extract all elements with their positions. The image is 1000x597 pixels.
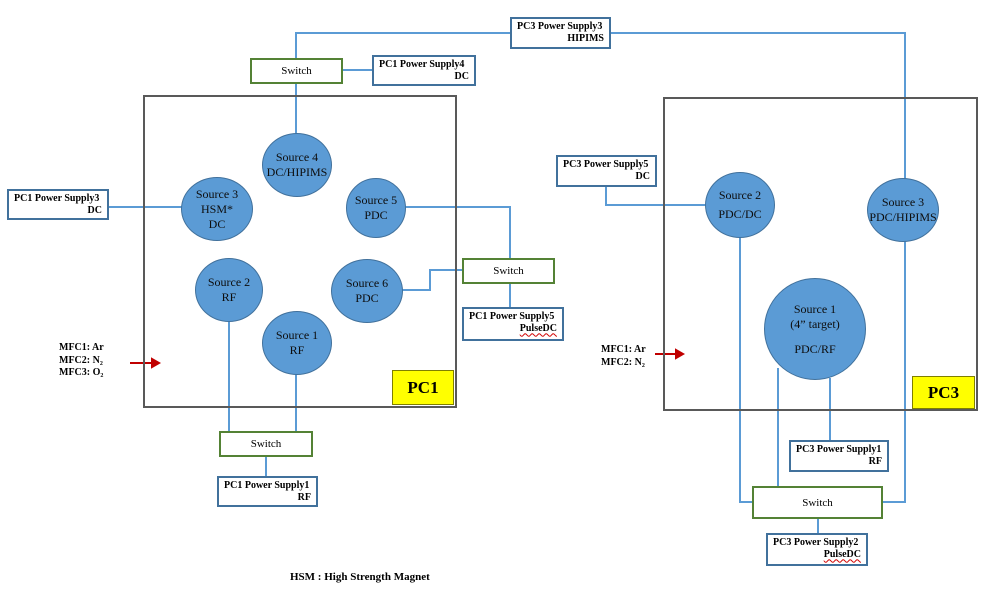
pc3-source-3: Source 3 PDC/HIPIMS [867, 178, 939, 242]
pc1-source-2: Source 2 RF [195, 258, 263, 322]
pc3-mfc1: MFC1: Ar [601, 344, 646, 355]
pc3-gas-labels: MFC1: Ar MFC2: N₂ [601, 344, 646, 369]
pc3-ps3-name: PC3 Power Supply3 [517, 21, 603, 32]
pc1-source-6: Source 6 PDC [331, 259, 403, 323]
pc1-source-1-name: Source 1 [275, 328, 319, 342]
pc3-source-1-mode: PDC/RF [794, 341, 836, 356]
pc1-source-5-name: Source 5 [354, 193, 398, 207]
footnote: HSM : High Strength Magnet [290, 571, 430, 583]
pc3-power-supply-2: PC3 Power Supply2 PulseDC [766, 533, 868, 566]
pc3-ps1-name: PC3 Power Supply1 [796, 444, 882, 455]
pc1-power-supply-4: PC1 Power Supply4 DC [372, 55, 476, 86]
pc3-source-2-mode: PDC/DC [718, 207, 762, 221]
pc3-switch: Switch [752, 486, 883, 519]
pc1-mfc1: MFC1: Ar [59, 342, 104, 353]
pc1-source-6-mode: PDC [355, 291, 379, 305]
pc1-source-3-magnet: HSM* [200, 201, 233, 216]
pc3-ps5-name: PC3 Power Supply5 [563, 159, 649, 170]
pc1-source-4-mode: DC/HIPIMS [266, 165, 328, 179]
pc3-source-3-name: Source 3 [881, 195, 925, 209]
pc1-source-6-name: Source 6 [345, 276, 389, 290]
pc1-source-4-name: Source 4 [275, 150, 319, 164]
wire-pc3ps3-to-pc1-switch [295, 32, 510, 58]
pc3-ps3-type: HIPIMS [567, 32, 604, 44]
pc1-power-supply-1: PC1 Power Supply1 RF [217, 476, 318, 507]
pc1-switch-bottom: Switch [219, 431, 313, 457]
pc1-source-2-name: Source 2 [207, 275, 251, 289]
wire-pc1-source5-to-switch [405, 206, 511, 258]
pc1-power-supply-3: PC1 Power Supply3 DC [7, 189, 109, 220]
pc3-power-supply-3: PC3 Power Supply3 HIPIMS [510, 17, 611, 49]
pc1-ps4-type: DC [454, 70, 469, 82]
pc3-power-supply-5: PC3 Power Supply5 DC [556, 155, 657, 187]
pc3-label: PC3 [912, 376, 975, 409]
pc1-gas-arrowhead [151, 357, 162, 369]
pc1-power-supply-5: PC1 Power Supply5 PulseDC [462, 307, 564, 341]
pc3-chamber [663, 97, 978, 411]
pc1-switch-right: Switch [462, 258, 555, 284]
wire-pc3-source3-to-switch [882, 236, 906, 503]
pc1-source-4: Source 4 DC/HIPIMS [262, 133, 332, 197]
pc1-ps5-type: PulseDC [519, 322, 557, 334]
pc1-gas-labels: MFC1: Ar MFC2: N₂ MFC3: O₂ [59, 342, 104, 380]
pc1-ps5-name: PC1 Power Supply5 [469, 311, 555, 322]
pc3-ps2-type: PulseDC [823, 548, 861, 560]
pc1-label: PC1 [392, 370, 454, 405]
pc1-source-3: Source 3 HSM* DC [181, 177, 253, 241]
pc3-ps1-type: RF [868, 455, 882, 467]
pc1-mfc3: MFC3: O₂ [59, 367, 104, 378]
pc1-ps3-type: DC [87, 204, 102, 216]
pc3-gas-arrowhead [675, 348, 686, 360]
pc3-source-2: Source 2 PDC/DC [705, 172, 775, 238]
pc1-chamber [143, 95, 457, 408]
wire-pc3-source2-to-switch [739, 236, 752, 503]
gas-arrows [130, 348, 686, 369]
pc1-source-1-mode: RF [289, 343, 305, 357]
pc1-switch-top: Switch [250, 58, 343, 84]
pc1-ps1-type: RF [297, 491, 311, 503]
pc3-mfc2: MFC2: N₂ [601, 356, 645, 368]
pc1-source-5-mode: PDC [364, 208, 388, 222]
pc3-source-3-mode: PDC/HIPIMS [869, 210, 937, 224]
pc1-source-3-name: Source 3 [195, 186, 239, 201]
pc3-source-1-name: Source 1 [793, 301, 837, 316]
pc3-ps5-type: DC [635, 170, 650, 182]
pc1-ps3-name: PC1 Power Supply3 [14, 193, 100, 204]
pc1-source-5: Source 5 PDC [346, 178, 406, 238]
pc3-ps2-name: PC3 Power Supply2 [773, 537, 859, 548]
pc1-source-3-mode: DC [208, 216, 226, 231]
pc1-ps1-name: PC1 Power Supply1 [224, 480, 310, 491]
pc1-mfc2: MFC2: N₂ [59, 354, 103, 366]
wire-pc3ps3-to-pc3-source3 [610, 32, 906, 180]
wire-pc1-source6-to-switch [402, 269, 462, 291]
pc3-source-1-target: (4” target) [790, 316, 840, 331]
pc1-source-2-mode: RF [221, 290, 237, 304]
pc1-source-1: Source 1 RF [262, 311, 332, 375]
pc3-source-2-name: Source 2 [718, 188, 762, 202]
wire-pc3-ps5-to-source2 [605, 186, 705, 206]
pc1-ps4-name: PC1 Power Supply4 [379, 59, 465, 70]
pc3-power-supply-1: PC3 Power Supply1 RF [789, 440, 889, 472]
pc3-source-1: Source 1 (4” target) PDC/RF [764, 278, 866, 380]
